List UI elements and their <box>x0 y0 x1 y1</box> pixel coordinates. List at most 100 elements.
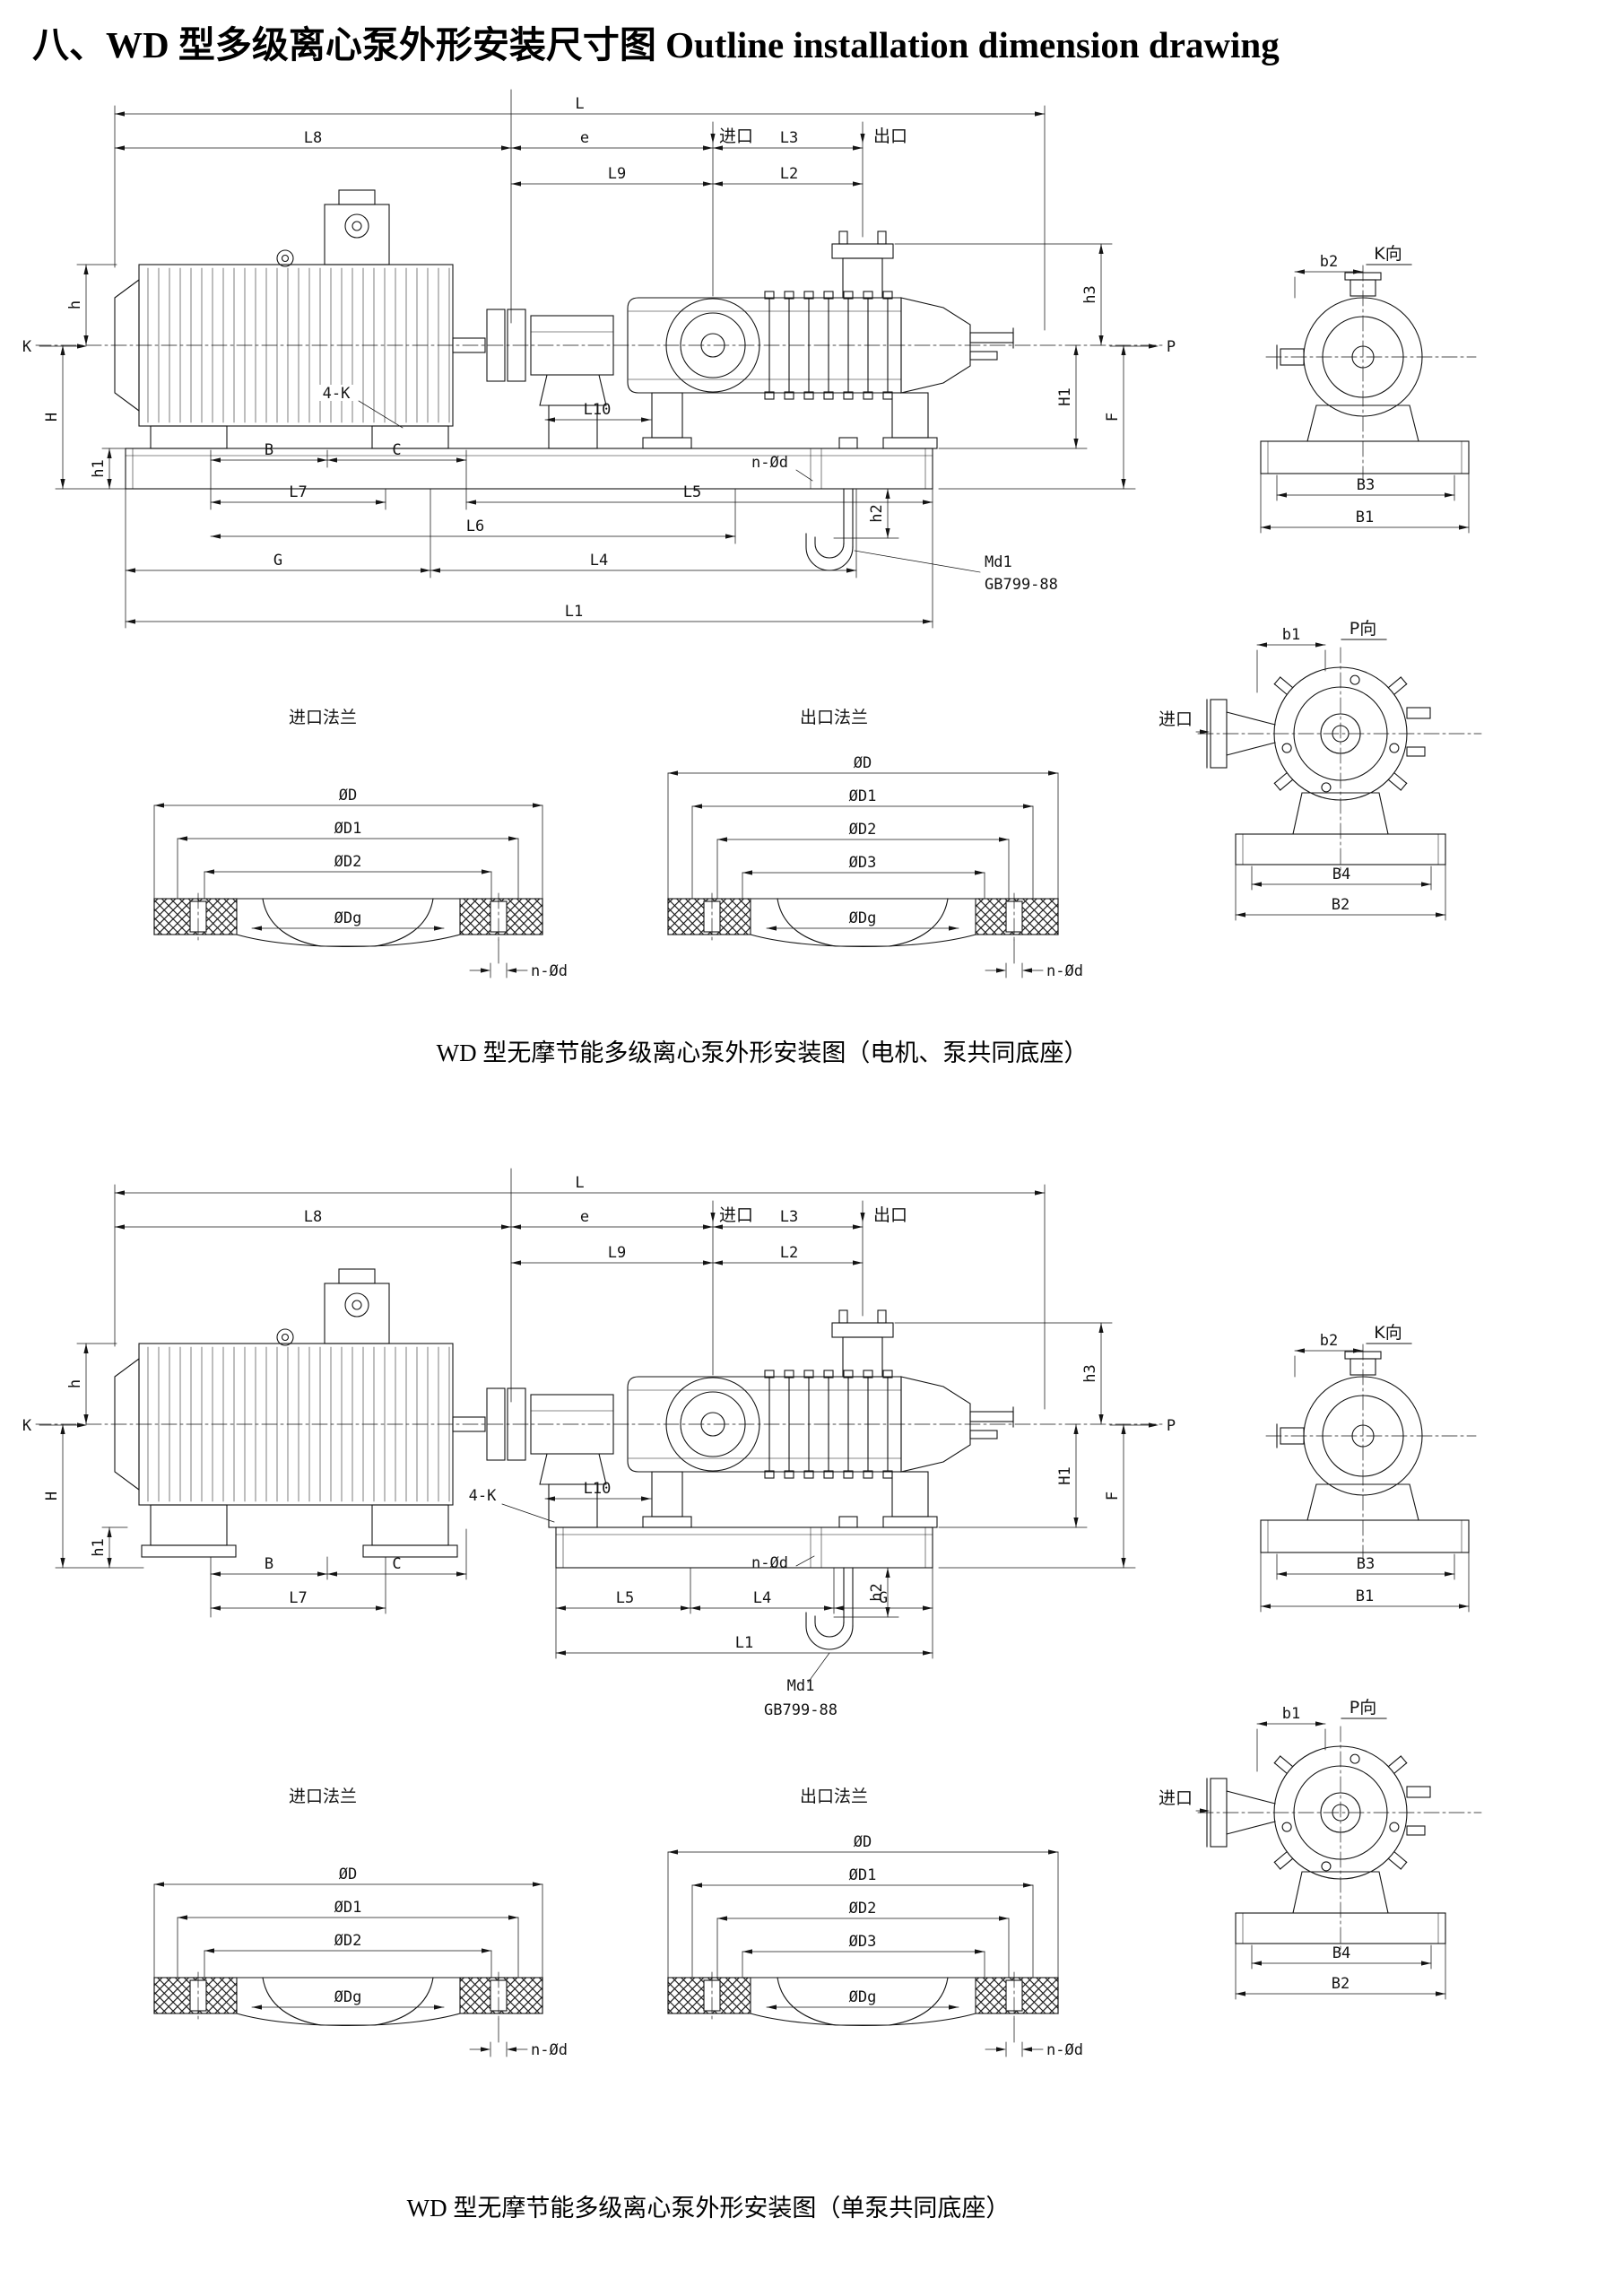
dim-label-OD2: ØD2 <box>334 1932 362 1950</box>
bearing-pedestal <box>539 1453 607 1485</box>
p-view-title: P向 <box>1350 1698 1376 1718</box>
dim-label-L5: L5 <box>683 483 701 501</box>
outlet-top-label: 出口 <box>873 1205 907 1225</box>
dim-label-h3: h3 <box>1081 285 1099 303</box>
k-view-title: K向 <box>1374 244 1402 264</box>
dimension-arrowhead <box>1121 479 1126 489</box>
dimension-arrowhead <box>1261 1604 1271 1609</box>
dimension-arrowhead <box>692 804 702 809</box>
p-view-inlet-label: 进口 <box>1159 1788 1193 1808</box>
flange-bolt-holes-label: n-Ød <box>1046 2041 1083 2059</box>
dimension-arrowhead <box>853 181 863 187</box>
dimension-arrowhead <box>860 1213 865 1222</box>
dimension-arrowhead <box>508 1915 518 1920</box>
dimension-arrowhead <box>1421 1961 1431 1966</box>
dimension-arrowhead <box>717 837 727 842</box>
dim-label-F: F <box>1104 1492 1122 1500</box>
dimension-arrowhead <box>975 870 985 875</box>
dimension-arrowhead <box>252 926 262 931</box>
dim-label-L3: L3 <box>780 1208 798 1226</box>
outlet-flange-title: 出口法兰 <box>800 708 868 727</box>
dimension-arrowhead <box>77 1422 87 1428</box>
figure-1-caption: WD 型无摩节能多级离心泵外形安装图（电机、泵共同底座） <box>436 1039 1089 1066</box>
motor-foot <box>150 1504 228 1546</box>
dimension-arrowhead <box>511 1224 521 1230</box>
dim-label-B3: B3 <box>1357 1555 1375 1573</box>
dimension-arrowhead <box>204 869 214 874</box>
dimension-arrowhead <box>1098 1323 1104 1333</box>
foundation-holes-label: 4-K <box>469 1487 497 1505</box>
dimension-arrowhead <box>824 1605 834 1611</box>
dim-label-OD3: ØD3 <box>849 1933 877 1951</box>
dimension-arrowhead <box>1073 1424 1079 1434</box>
dim-label-H: H <box>43 413 61 422</box>
dim-label-OD1: ØD1 <box>334 1899 362 1917</box>
dim-label-B3: B3 <box>1357 476 1375 494</box>
dimension-arrowhead <box>710 134 716 144</box>
dimension-arrowhead <box>713 1224 723 1230</box>
dimension-arrowhead <box>434 2005 444 2010</box>
dimension-arrowhead <box>556 1650 566 1656</box>
k-view-base <box>1260 1519 1470 1553</box>
dimension-arrowhead <box>83 1344 89 1353</box>
dim-label-B1: B1 <box>1356 1587 1374 1605</box>
page-title: 八、WD 型多级离心泵外形安装尺寸图 Outline installation … <box>32 24 1280 65</box>
dim-label-F: F <box>1104 413 1122 422</box>
anchor-bolt-hook <box>814 536 845 559</box>
dim-label-B4: B4 <box>1332 1944 1350 1962</box>
dimension-arrowhead <box>1353 269 1363 274</box>
pump-foot <box>891 1471 929 1518</box>
dimension-arrowhead <box>1073 1518 1079 1527</box>
coupling <box>486 1387 506 1461</box>
dim-label-h3: h3 <box>1081 1364 1099 1382</box>
anchor-bolt-hook <box>814 1615 845 1638</box>
dimension-arrowhead <box>690 1605 700 1611</box>
dimension-arrowhead <box>767 926 777 931</box>
dimension-arrowhead <box>853 145 863 151</box>
dim-label-L8: L8 <box>304 129 322 147</box>
dimension-arrowhead <box>60 1558 65 1568</box>
dimension-arrowhead <box>725 534 735 539</box>
dim-label-L4: L4 <box>590 552 608 570</box>
dimension-arrowhead <box>713 145 723 151</box>
k-view-base <box>1260 440 1470 474</box>
dimension-arrowhead <box>115 145 125 151</box>
coupling <box>507 309 526 382</box>
dimension-arrowhead <box>83 335 89 345</box>
dimension-arrowhead <box>1436 912 1445 918</box>
dimension-arrowhead <box>641 417 651 422</box>
dimension-arrowhead <box>717 1916 727 1921</box>
dimension-arrowhead <box>252 2005 262 2010</box>
dimension-arrowhead <box>681 1605 690 1611</box>
dim-label-L1: L1 <box>735 1634 753 1652</box>
dimension-arrowhead <box>83 1414 89 1424</box>
dimension-arrowhead <box>1035 111 1045 117</box>
dimension-arrowhead <box>949 2005 959 2010</box>
dim-label-L1: L1 <box>565 603 583 621</box>
pump-foot <box>651 1471 683 1518</box>
coupling <box>486 309 506 382</box>
dim-label-h: h <box>66 300 84 309</box>
dimension-arrowhead <box>1098 244 1104 254</box>
dimension-arrowhead <box>126 619 135 624</box>
flange-bolt-holes-label: n-Ød <box>531 962 568 980</box>
dim-label-L8: L8 <box>304 1208 322 1226</box>
dimension-arrowhead <box>456 457 466 463</box>
dim-label-h1: h1 <box>90 459 108 477</box>
dimension-arrowhead <box>376 1605 386 1611</box>
dimension-arrowhead <box>1236 1991 1245 1996</box>
dimension-arrowhead <box>1023 804 1033 809</box>
view-arrow-K-label: K <box>22 338 32 356</box>
dimension-arrowhead <box>975 1949 985 1954</box>
dimension-arrowhead <box>1459 525 1469 530</box>
dimension-arrowhead <box>1048 1849 1058 1855</box>
dimension-arrowhead <box>1200 729 1210 735</box>
base-plate <box>555 1526 933 1569</box>
discharge-flange <box>831 243 894 259</box>
dim-label-b1: b1 <box>1282 1705 1300 1723</box>
dimension-arrowhead <box>1098 1414 1104 1424</box>
bearing-pedestal <box>539 374 607 406</box>
dim-label-OD3: ØD3 <box>849 854 877 872</box>
